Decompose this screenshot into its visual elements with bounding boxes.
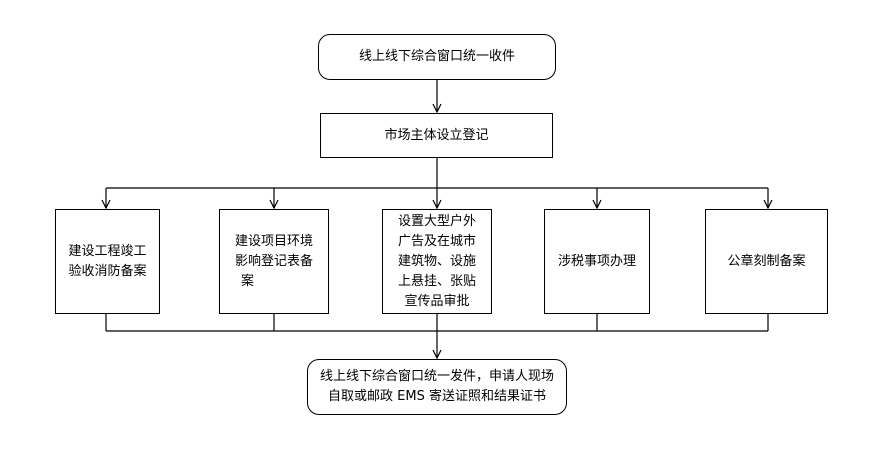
second-node-label: 市场主体设立登记 <box>384 127 489 143</box>
branch-3-line: 建筑物、设施 <box>397 253 476 269</box>
branch-node-2: 建设项目环境 影响登记表备 案 <box>219 209 329 314</box>
top-node: 线上线下综合窗口统一收件 <box>318 34 556 80</box>
branch-2-line: 影响登记表备 <box>234 253 313 269</box>
branch-1-line: 建设工程竣工 <box>68 243 147 259</box>
second-node: 市场主体设立登记 <box>320 113 553 158</box>
top-node-label: 线上线下综合窗口统一收件 <box>358 49 515 64</box>
bottom-node: 线上线下综合窗口统一发件，申请人现场 自取或邮政 EMS 寄送证照和结果证书 <box>307 359 567 415</box>
branch-3-line: 设置大型户外 <box>397 213 476 229</box>
branch-1-line: 验收消防备案 <box>68 263 147 279</box>
branch-3-line: 上悬挂、张贴 <box>397 273 476 289</box>
branch-3-line: 宣传品审批 <box>404 293 470 309</box>
branch-node-1: 建设工程竣工 验收消防备案 <box>55 209 160 314</box>
bottom-node-line: 自取或邮政 EMS 寄送证照和结果证书 <box>328 389 546 404</box>
branch-node-4: 涉税事项办理 <box>544 209 650 314</box>
branch-node-5: 公章刻制备案 <box>705 209 828 314</box>
branch-4-line: 涉税事项办理 <box>557 253 636 269</box>
bottom-node-line: 线上线下综合窗口统一发件，申请人现场 <box>319 369 554 384</box>
branch-2-line: 案 <box>240 273 254 289</box>
branch-node-3: 设置大型户外 广告及在城市 建筑物、设施 上悬挂、张贴 宣传品审批 <box>382 209 492 314</box>
branch-2-line: 建设项目环境 <box>234 233 313 249</box>
branch-3-line: 广告及在城市 <box>397 233 476 249</box>
branch-5-line: 公章刻制备案 <box>727 253 806 269</box>
